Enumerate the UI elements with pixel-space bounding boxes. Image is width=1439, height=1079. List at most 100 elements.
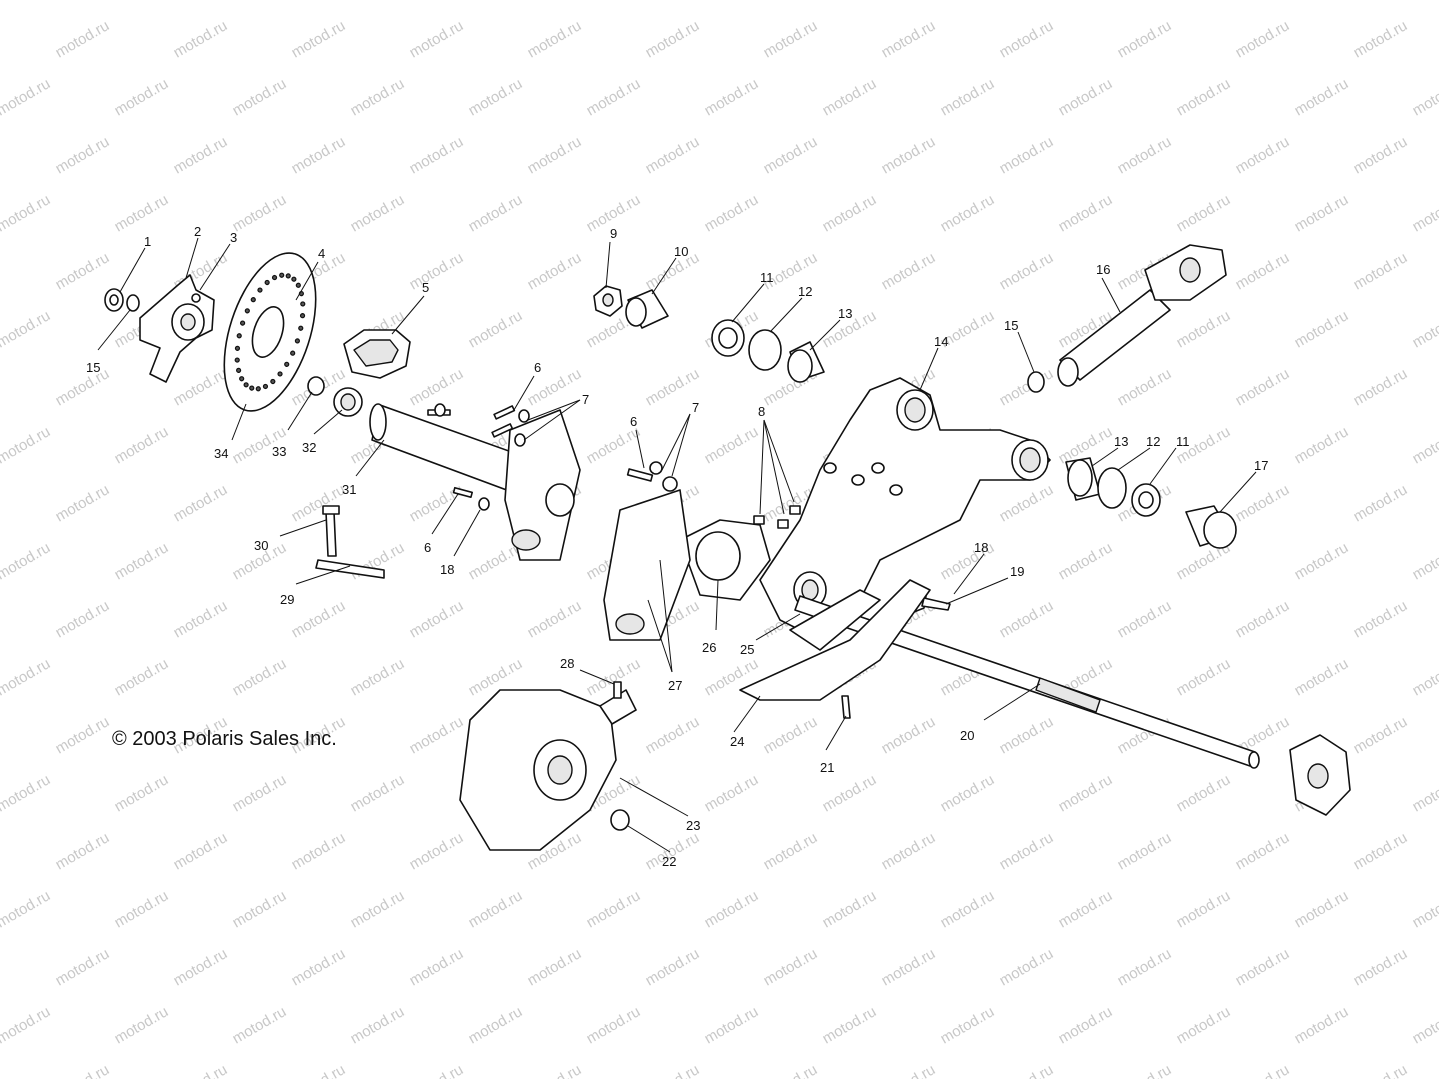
- watermark-text: motod.ru: [112, 771, 172, 815]
- watermark-text: motod.ru: [1292, 191, 1352, 235]
- part-12-seal-lower[interactable]: [1097, 467, 1127, 509]
- part-25-guard[interactable]: [789, 589, 881, 651]
- watermark-text: motod.ru: [230, 771, 290, 815]
- part-27-bracket[interactable]: [603, 489, 691, 641]
- part-23-final-drive[interactable]: [459, 689, 637, 851]
- watermark-text: motod.ru: [1056, 1003, 1116, 1047]
- watermark-text: motod.ru: [938, 191, 998, 235]
- callout-14: 14: [934, 334, 948, 349]
- watermark-text: motod.ru: [0, 887, 53, 931]
- watermark-text: motod.ru: [1233, 17, 1293, 61]
- callout-5: 5: [422, 280, 429, 295]
- watermark-text: motod.ru: [702, 887, 762, 931]
- watermark-text: motod.ru: [289, 1061, 349, 1079]
- watermark-text: motod.ru: [938, 887, 998, 931]
- callout-28: 28: [560, 656, 574, 671]
- watermark-text: motod.ru: [1292, 539, 1352, 583]
- watermark-text: motod.ru: [1292, 887, 1352, 931]
- watermark-text: motod.ru: [879, 1061, 939, 1079]
- fasteners-group[interactable]: [427, 403, 801, 529]
- watermark-text: motod.ru: [525, 133, 585, 177]
- callout-7a: 7: [582, 392, 589, 407]
- watermark-text: motod.ru: [879, 249, 939, 293]
- watermark-text: motod.ru: [171, 597, 231, 641]
- watermark-text: motod.ru: [112, 887, 172, 931]
- watermark-text: motod.ru: [1351, 945, 1411, 989]
- watermark-text: motod.ru: [997, 365, 1057, 409]
- part-hub-right[interactable]: [1289, 734, 1351, 816]
- watermark-text: motod.ru: [1233, 597, 1293, 641]
- disc-hole: [236, 367, 242, 373]
- watermark-text: motod.ru: [997, 829, 1057, 873]
- part-16-drive-shaft[interactable]: [1057, 244, 1227, 387]
- watermark-text: motod.ru: [0, 1003, 53, 1047]
- watermark-text: motod.ru: [407, 17, 467, 61]
- watermark-text: motod.ru: [53, 249, 113, 293]
- part-22-o-ring[interactable]: [610, 809, 630, 831]
- callout-26: 26: [702, 640, 716, 655]
- part-33-snap-ring[interactable]: [307, 376, 325, 396]
- part-30-bolt[interactable]: [322, 505, 340, 557]
- part-24-skid-plate[interactable]: [739, 579, 931, 701]
- disc-hole: [236, 333, 242, 339]
- watermark-text: motod.ru: [171, 481, 231, 525]
- part-10-bushing[interactable]: [625, 289, 669, 329]
- parts-artwork: 1 2 3 4 5 6 6 6 7 7 8 9 10 11 11 12 12 1…: [86, 224, 1351, 869]
- part-13-bushing-upper[interactable]: [787, 341, 825, 383]
- callout-6c: 6: [424, 540, 431, 555]
- part-12-seal-upper[interactable]: [748, 329, 782, 371]
- watermark-text: motod.ru: [171, 17, 231, 61]
- callout-27: 27: [668, 678, 682, 693]
- watermark-text: motod.ru: [1410, 539, 1439, 583]
- watermark-text: motod.ru: [289, 481, 349, 525]
- watermark-text: motod.ru: [407, 365, 467, 409]
- watermark-text: motod.ru: [938, 1003, 998, 1047]
- watermark-text: motod.ru: [1410, 1003, 1439, 1047]
- watermark-text: motod.ru: [1115, 945, 1175, 989]
- part-9-nut[interactable]: [593, 285, 623, 317]
- part-31-axle-housing[interactable]: [369, 403, 581, 561]
- part-15-seal-right[interactable]: [1027, 371, 1045, 393]
- watermark-text: motod.ru: [53, 713, 113, 757]
- callout-7b: 7: [692, 400, 699, 415]
- watermark-text: motod.ru: [643, 1061, 703, 1079]
- part-13-bushing-lower[interactable]: [1065, 457, 1101, 501]
- watermark-text: motod.ru: [702, 423, 762, 467]
- part-32-bearing[interactable]: [333, 387, 363, 417]
- watermark-text: motod.ru: [112, 0, 172, 3]
- part-11-bearing-upper[interactable]: [711, 319, 745, 357]
- watermark-text: motod.ru: [820, 887, 880, 931]
- watermark-text: motod.ru: [1174, 655, 1234, 699]
- leader-lines: [97, 237, 1257, 853]
- disc-hole: [257, 287, 263, 293]
- part-14-swing-arm[interactable]: [759, 377, 1051, 641]
- watermark-text: motod.ru: [525, 17, 585, 61]
- watermark-text: motod.ru: [1410, 307, 1439, 351]
- part-11-bearing-lower[interactable]: [1131, 483, 1161, 517]
- part-17-pivot-bushing[interactable]: [1185, 505, 1237, 549]
- part-29-strap[interactable]: [315, 559, 385, 579]
- watermark-text: motod.ru: [997, 17, 1057, 61]
- watermark-text: motod.ru: [1233, 1061, 1293, 1079]
- watermark-text: motod.ru: [1351, 17, 1411, 61]
- part-26-bearing-plate[interactable]: [679, 519, 771, 601]
- watermark-text: motod.ru: [230, 191, 290, 235]
- part-1-washer[interactable]: [104, 288, 124, 312]
- callout-13b: 13: [1114, 434, 1128, 449]
- part-28-key[interactable]: [613, 681, 622, 699]
- watermark-text: motod.ru: [407, 249, 467, 293]
- disc-hole: [264, 279, 270, 286]
- part-4-brake-disc[interactable]: [207, 242, 334, 423]
- disc-hole: [239, 376, 245, 382]
- part-15-seal-left[interactable]: [126, 294, 140, 312]
- disc-hole: [277, 371, 283, 377]
- watermark-text: motod.ru: [1056, 0, 1116, 3]
- part-5-caliper[interactable]: [343, 329, 411, 379]
- callout-11a: 11: [760, 270, 774, 285]
- callout-17: 17: [1254, 458, 1268, 473]
- part-21-bolt[interactable]: [841, 695, 851, 719]
- watermark-text: motod.ru: [112, 423, 172, 467]
- disc-hole: [234, 357, 240, 363]
- watermark-text: motod.ru: [820, 191, 880, 235]
- part-2-hub[interactable]: [139, 274, 215, 383]
